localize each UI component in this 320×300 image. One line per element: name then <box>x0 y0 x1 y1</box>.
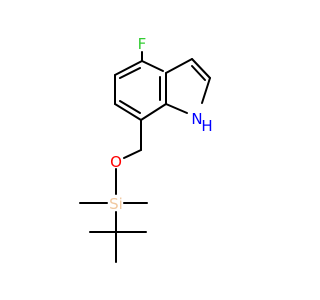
atom-labels: F N H O Si <box>109 35 212 213</box>
bond-c6-c7-inner <box>119 100 141 114</box>
nh-hydrogen-label: H <box>201 117 212 135</box>
molecule-svg: F N H O Si <box>79 35 213 263</box>
silicon-label: Si <box>109 195 123 213</box>
fluorine-label: F <box>138 35 147 53</box>
bond-c2-n1 <box>201 77 211 104</box>
bond-c6-c7 <box>114 103 142 121</box>
bond-c4-c5 <box>114 60 143 76</box>
structure-diagram: F N H O Si <box>79 35 213 263</box>
nitrogen-label: N <box>191 110 202 128</box>
bond-c3a-c4 <box>141 60 164 72</box>
bond-ch2-o <box>123 149 142 159</box>
bond-c3-c2-inner <box>191 65 206 81</box>
bonds <box>79 51 211 263</box>
oxygen-label: O <box>110 153 122 171</box>
bond-c4-c5-inner <box>119 67 141 79</box>
bond-c3a-c3 <box>165 58 193 74</box>
bond-c7-c7a <box>140 103 167 121</box>
bond-c3-c2 <box>191 58 211 79</box>
bond-n1-c7a <box>165 103 188 114</box>
